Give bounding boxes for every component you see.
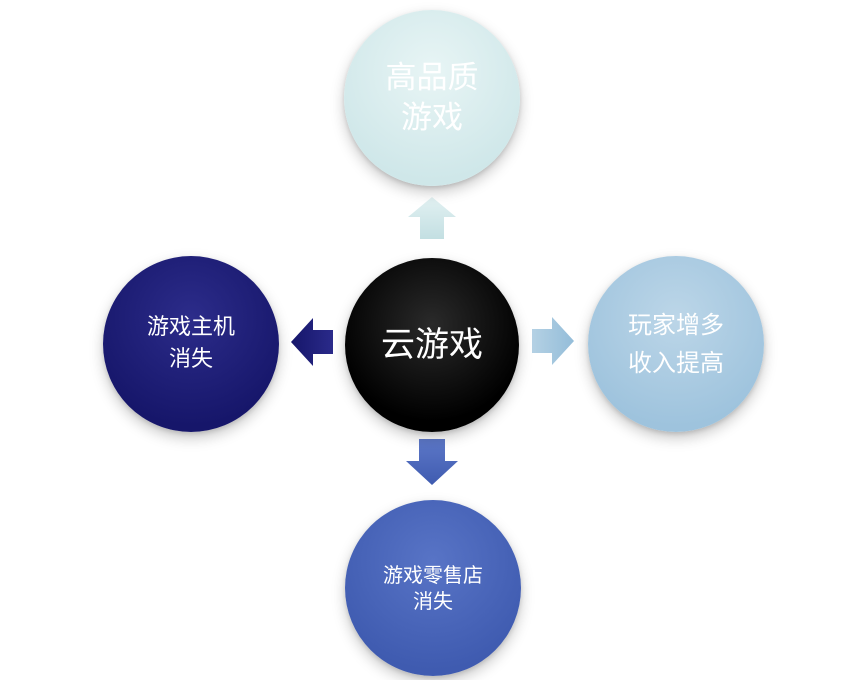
node-top-line2: 游戏	[401, 100, 463, 136]
node-left-line2: 消失	[168, 347, 213, 372]
node-center-label: 云游戏	[381, 325, 483, 365]
arrow-down-icon	[406, 439, 458, 485]
node-high-quality-games: 高品质 游戏	[344, 10, 520, 186]
node-bottom-line1: 游戏零售店	[383, 563, 483, 587]
node-left-line1: 游戏主机	[146, 315, 235, 340]
arrow-right-icon	[532, 317, 574, 365]
node-bottom-line2: 消失	[413, 589, 453, 613]
node-right-line2: 收入提高	[628, 349, 724, 377]
node-more-players-more-revenue: 玩家增多 收入提高	[588, 256, 764, 432]
arrow-up-icon	[408, 197, 456, 239]
node-cloud-gaming: 云游戏	[345, 258, 519, 432]
node-retail-stores-disappear: 游戏零售店 消失	[345, 500, 521, 676]
node-consoles-disappear: 游戏主机 消失	[103, 256, 279, 432]
node-top-line1: 高品质	[385, 60, 479, 96]
node-right-line1: 玩家增多	[628, 311, 724, 339]
arrow-left-icon	[291, 318, 333, 366]
